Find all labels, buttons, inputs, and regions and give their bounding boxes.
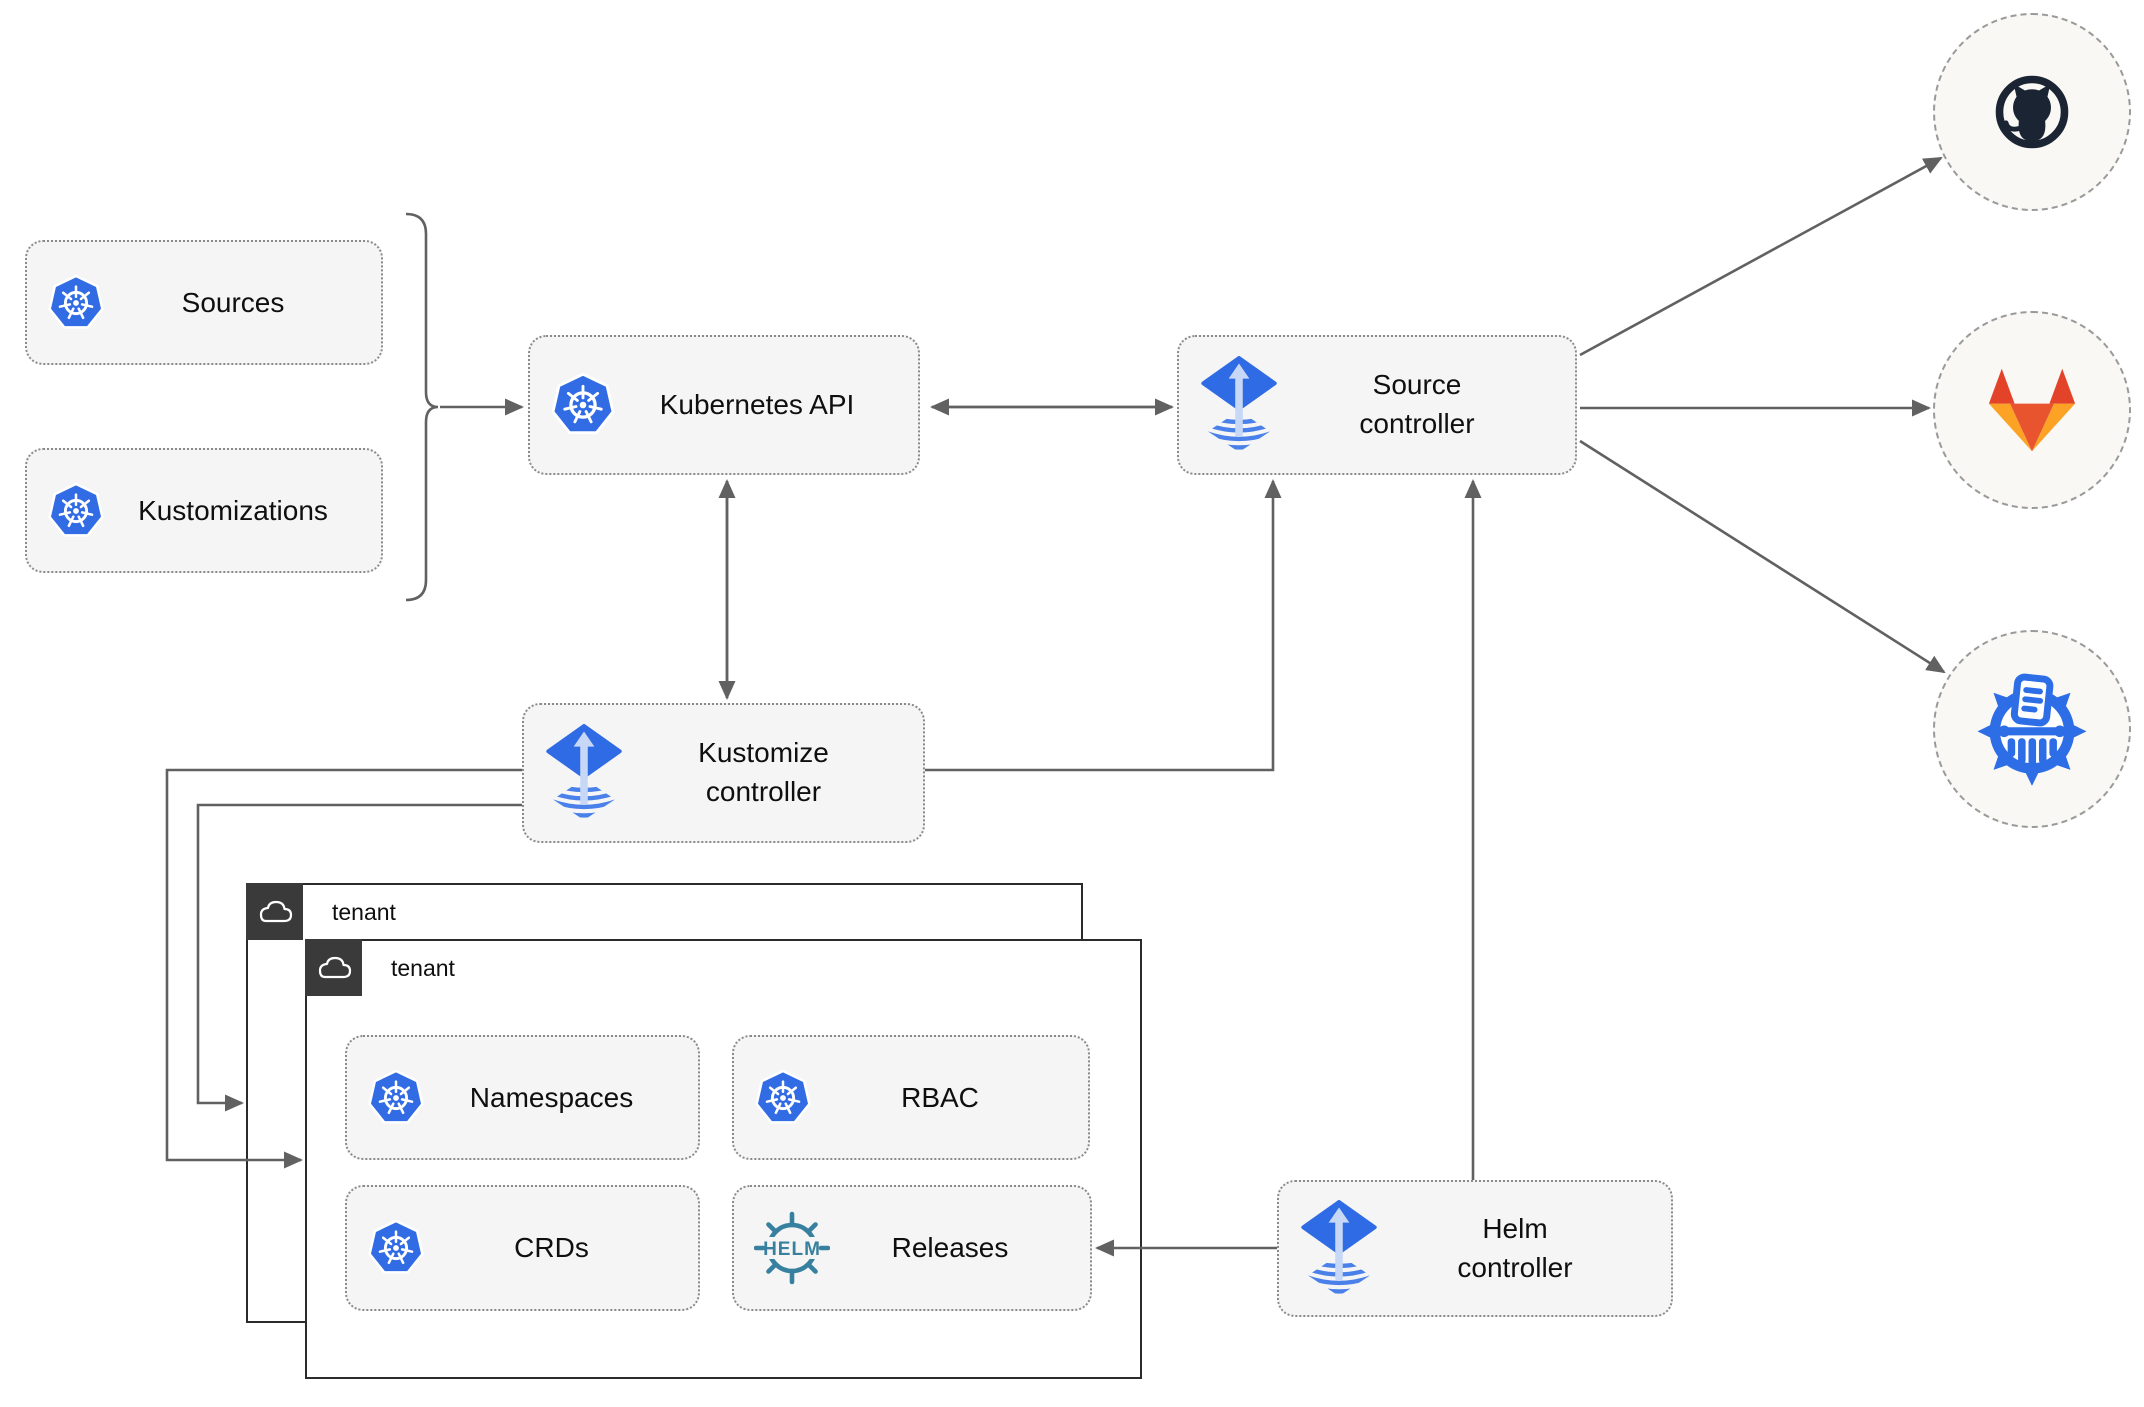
node-crds: CRDs [345,1185,700,1311]
node-namespaces: Namespaces [345,1035,700,1160]
kubernetes-icon [48,482,104,537]
kubernetes-icon [368,1220,424,1274]
node-kubernetes-api: Kubernetes API [528,335,920,475]
node-kubernetes-api-label: Kubernetes API [659,389,855,420]
node-kustomize-controller-label: Kustomize controller [698,737,829,807]
node-rbac: RBAC [732,1035,1090,1160]
node-source-controller-label: Source controller [1359,369,1475,439]
edge-sourcectrl-to-kustomize-remote [1579,439,1946,674]
flux-icon [544,724,624,822]
kustomize-icon [1974,671,2090,787]
tenant-inner-tab [305,939,362,996]
node-releases: HELM Releases [732,1185,1092,1311]
node-kustomizations-label: Kustomizations [138,494,328,526]
flux-icon [1199,356,1279,454]
cloud-icon [259,900,292,922]
node-helm-controller: Helm controller [1277,1180,1673,1317]
node-source-controller: Source controller [1177,335,1577,475]
remote-github [1933,13,2131,211]
helm-logo-text: HELM [763,1239,821,1260]
tenant-outer-tab [246,883,303,940]
node-rbac-label: RBAC [901,1081,979,1113]
kubernetes-icon [551,373,615,435]
node-helm-controller-label: Helm controller [1457,1212,1573,1283]
github-icon [1980,60,2084,164]
node-kustomizations: Kustomizations [25,448,383,573]
node-sources-label: Sources [181,286,285,318]
kubernetes-icon [368,1069,424,1124]
node-kustomize-controller: Kustomize controller [522,703,925,843]
gitlab-icon [1988,368,2076,452]
remote-gitlab [1933,311,2131,509]
node-sources: Sources [25,240,383,365]
kubernetes-icon [755,1069,811,1124]
group-brace [405,212,439,602]
cloud-icon [318,956,351,978]
remote-kustomize [1933,630,2131,828]
node-namespaces-label: Namespaces [469,1081,634,1113]
edge-kustomizectrl-to-sourcectrl [925,479,1282,772]
kubernetes-icon [48,274,104,329]
tenant-outer-label: tenant [332,899,396,925]
edge-sourcectrl-to-github [1579,156,1943,357]
tenant-inner-label: tenant [391,955,455,981]
node-releases-label: Releases [891,1232,1009,1263]
helm-icon: HELM [754,1210,830,1286]
flux-icon [1299,1200,1379,1298]
node-crds-label: CRDs [514,1232,589,1263]
